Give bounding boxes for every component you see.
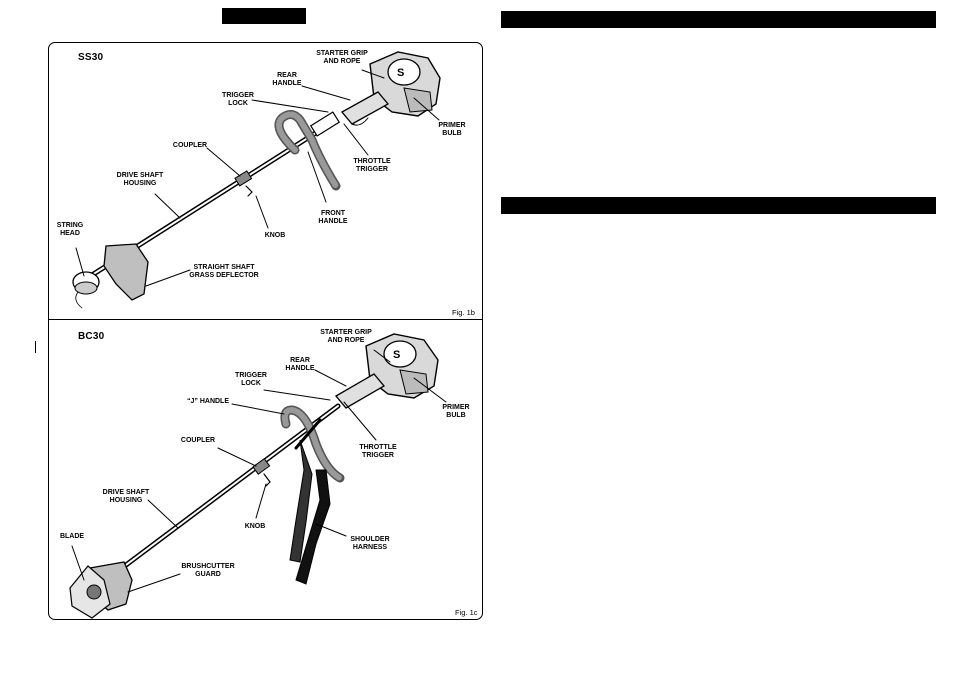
bc30-coupler-label: COUPLER	[180, 437, 216, 444]
bc30-blade-label: BLADE	[59, 533, 85, 540]
ss30-primer-label: PRIMER BULB	[438, 122, 466, 137]
bc30-primer-label: PRIMER BULB	[442, 404, 470, 419]
figure-divider	[49, 319, 482, 320]
ss30-front-handle-label: FRONT HANDLE	[318, 210, 348, 225]
ss30-trigger-lock-label: TRIGGER LOCK	[222, 92, 254, 107]
bc30-shoulder-label: SHOULDER HARNESS	[350, 536, 390, 551]
svg-text:S: S	[397, 67, 404, 79]
bc30-guard-label: BRUSHCUTTER GUARD	[181, 563, 235, 578]
bc30-drawing: S	[69, 333, 447, 619]
ss30-knob-label: KNOB	[264, 232, 286, 239]
ss30-drive-shaft-label: DRIVE SHAFT HOUSING	[116, 172, 164, 187]
bc30-rear-handle-label: REAR HANDLE	[285, 357, 315, 372]
ss30-coupler-label: COUPLER	[172, 142, 208, 149]
fig-1c-label: Fig. 1c	[455, 608, 478, 617]
right-header-bar-1	[501, 11, 936, 28]
ss30-rear-handle-label: REAR HANDLE	[272, 72, 302, 87]
ss30-deflector-label: STRAIGHT SHAFT GRASS DEFLECTOR	[189, 264, 259, 279]
ss30-throttle-label: THROTTLE TRIGGER	[353, 158, 391, 173]
bc30-drive-shaft-label: DRIVE SHAFT HOUSING	[102, 489, 150, 504]
ss30-drawing: S	[72, 51, 441, 309]
bc30-starter-label: STARTER GRIP AND ROPE	[320, 329, 372, 344]
bc30-knob-label: KNOB	[244, 523, 266, 530]
left-header-bar	[222, 8, 306, 24]
ss30-starter-label: STARTER GRIP AND ROPE	[316, 50, 368, 65]
ss30-string-head-label: STRING HEAD	[56, 222, 84, 237]
fig-1b-label: Fig. 1b	[452, 308, 475, 317]
bc30-trigger-lock-label: TRIGGER LOCK	[235, 372, 267, 387]
figure-frame	[48, 42, 483, 620]
bc30-throttle-label: THROTTLE TRIGGER	[359, 444, 397, 459]
ss30-model-label: SS30	[78, 52, 104, 63]
bc30-j-handle-label: “J” HANDLE	[186, 398, 230, 405]
margin-mark	[35, 341, 36, 353]
svg-text:S: S	[393, 349, 400, 361]
bc30-model-label: BC30	[78, 331, 105, 342]
right-header-bar-2	[501, 197, 936, 214]
